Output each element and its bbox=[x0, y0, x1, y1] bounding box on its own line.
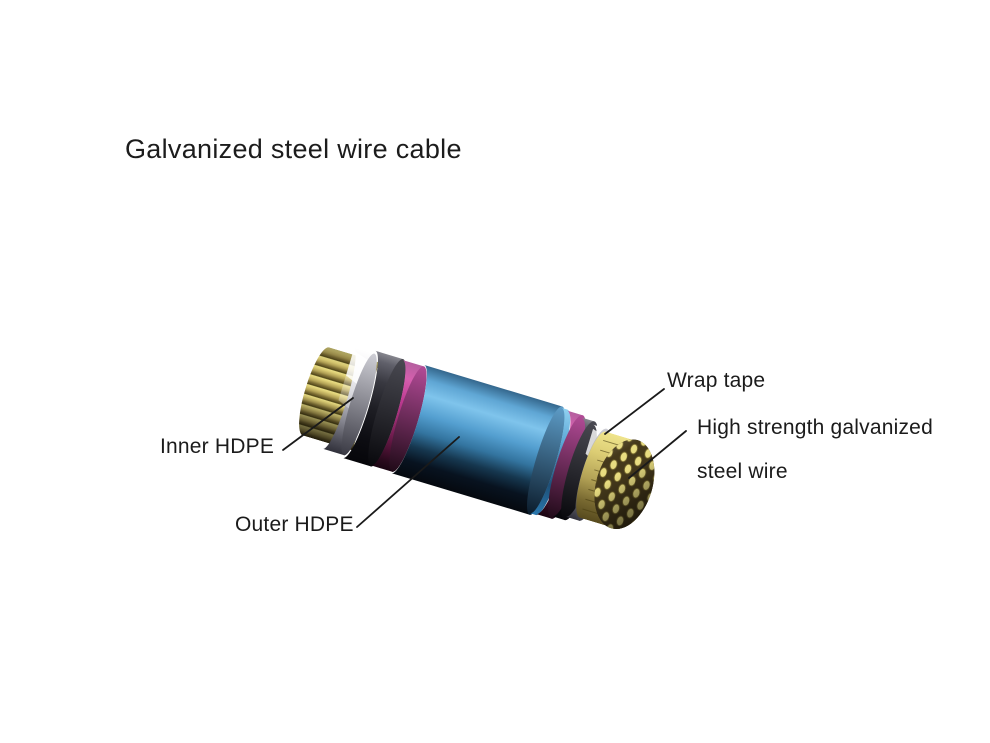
leader-steel-wire bbox=[628, 430, 687, 479]
label-steel-wire-line2: steel wire bbox=[697, 460, 788, 483]
leader-outer-hdpe bbox=[356, 436, 460, 528]
label-steel-wire-line1: High strength galvanized bbox=[697, 416, 933, 439]
leader-wrap-tape bbox=[604, 388, 665, 435]
label-inner-hdpe: Inner HDPE bbox=[160, 435, 275, 458]
page-title: Galvanized steel wire cable bbox=[125, 134, 462, 164]
leader-inner-hdpe bbox=[282, 397, 354, 451]
outer-hdpe-layer bbox=[391, 364, 565, 515]
label-wrap-tape: Wrap tape bbox=[667, 369, 766, 392]
steel-wire-bundle-right bbox=[576, 431, 655, 530]
label-outer-hdpe: Outer HDPE bbox=[235, 513, 354, 536]
